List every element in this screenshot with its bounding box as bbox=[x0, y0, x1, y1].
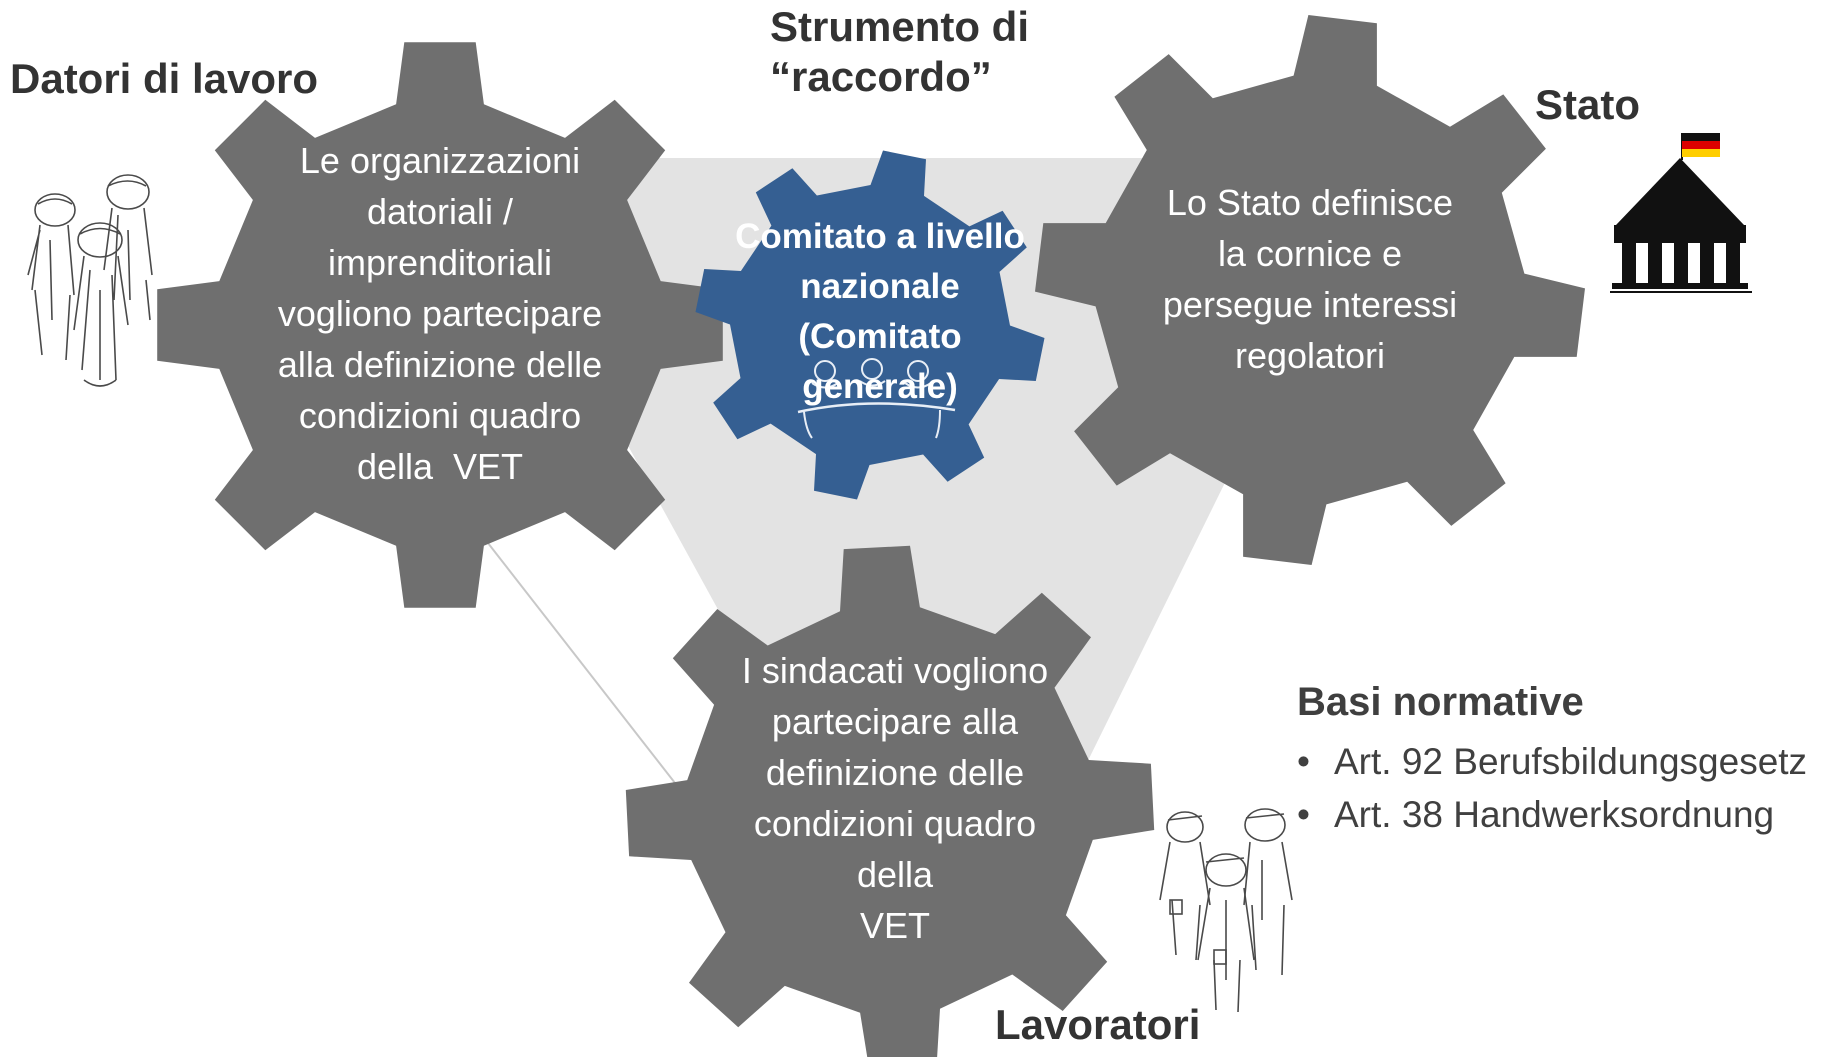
gear-text-line: nazionale bbox=[800, 267, 960, 306]
workers-heading: Lavoratori bbox=[995, 1000, 1200, 1050]
gear-text-line: condizioni quadro bbox=[298, 395, 582, 436]
gear-text-line: definizione delle bbox=[765, 752, 1025, 793]
gear-text-line: condizioni quadro bbox=[753, 803, 1037, 844]
unions-gear-text: I sindacati vogliono partecipare alla de… bbox=[705, 645, 1085, 951]
gear-text-line: VET bbox=[859, 905, 930, 946]
gear-text-line: la cornice e bbox=[1217, 233, 1403, 274]
employers-gear bbox=[157, 42, 723, 608]
workers-heading-text: Lavoratori bbox=[995, 1001, 1201, 1048]
state-heading-text: Stato bbox=[1535, 81, 1640, 128]
legal-basis-list: Art. 92 Berufsbildungsgesetz Art. 38 Han… bbox=[1297, 735, 1807, 841]
gear-text-line: imprenditoriali bbox=[327, 242, 553, 283]
instrument-heading: Strumento di “raccordo” bbox=[770, 2, 1029, 102]
gear-text-line: generale) bbox=[802, 367, 958, 406]
gear-text-line: Comitato a livello bbox=[735, 217, 1025, 256]
employers-people-icon bbox=[27, 174, 153, 387]
unions-gear bbox=[625, 545, 1155, 1057]
gear-text-line: I sindacati vogliono bbox=[741, 650, 1049, 691]
workers-people-icon bbox=[1159, 808, 1293, 1013]
gear-text-line: persegue interessi bbox=[1162, 284, 1458, 325]
gear-text-line: datoriali / bbox=[366, 191, 514, 232]
employers-heading: Datori di lavoro bbox=[10, 54, 318, 104]
committee-gear bbox=[695, 150, 1045, 500]
gear-text-line: alla definizione delle bbox=[277, 344, 603, 385]
gear-text-line: vogliono partecipare bbox=[277, 293, 603, 334]
instrument-heading-line: Strumento di bbox=[770, 3, 1029, 50]
gear-text-line: della bbox=[856, 854, 934, 895]
gear-text-line: (Comitato bbox=[798, 317, 962, 356]
legal-basis-item: Art. 92 Berufsbildungsgesetz bbox=[1297, 735, 1807, 788]
committee-gear-text: Comitato a livello nazionale (Comitato g… bbox=[720, 212, 1040, 412]
gear-text-line: regolatori bbox=[1234, 335, 1386, 376]
gear-text-line: della VET bbox=[356, 446, 524, 487]
state-gear-text: Lo Stato definisce la cornice e persegue… bbox=[1130, 177, 1490, 381]
legal-basis-item: Art. 38 Handwerksordnung bbox=[1297, 788, 1807, 841]
german-flag-icon bbox=[1681, 133, 1720, 160]
legal-basis-title: Basi normative bbox=[1297, 680, 1584, 724]
meeting-icon bbox=[797, 358, 956, 439]
state-heading: Stato bbox=[1535, 80, 1640, 130]
employers-gear-text: Le organizzazioni datoriali / imprendito… bbox=[240, 135, 640, 492]
state-building-icon bbox=[1610, 158, 1752, 293]
gear-text-line: Le organizzazioni bbox=[299, 140, 581, 181]
state-gear bbox=[1035, 15, 1585, 565]
employers-heading-text: Datori di lavoro bbox=[10, 55, 319, 102]
gear-text-line: Lo Stato definisce bbox=[1166, 182, 1454, 223]
instrument-heading-line: “raccordo” bbox=[770, 53, 992, 100]
gear-text-line: partecipare alla bbox=[771, 701, 1019, 742]
